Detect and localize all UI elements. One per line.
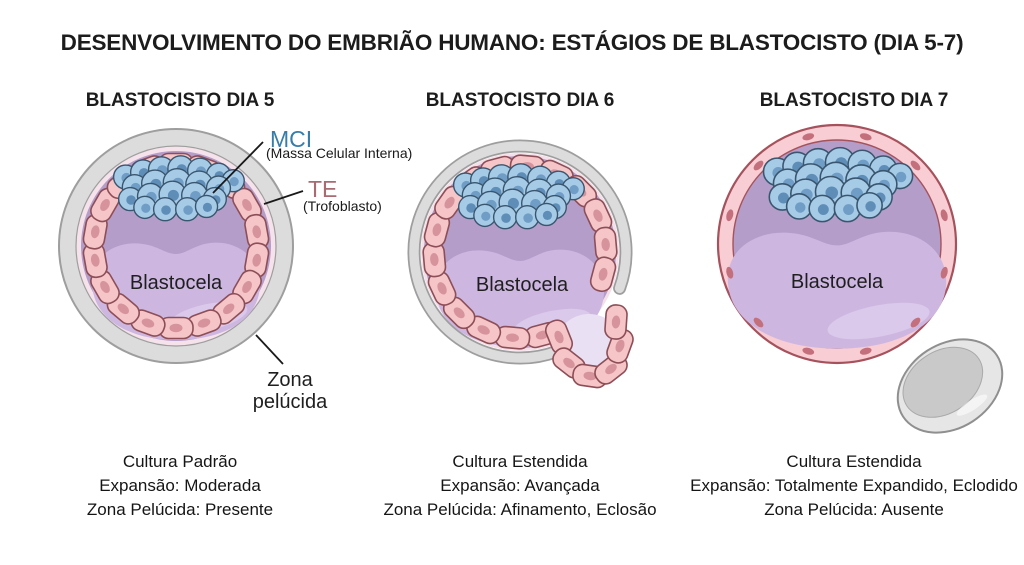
blastocyst-illustration-day7 bbox=[716, 123, 1004, 434]
caption-line: Zona Pelúcida: Presente bbox=[86, 500, 274, 519]
caption-line: Expansão: Moderada bbox=[99, 476, 261, 495]
blastocyst-illustration-day6 bbox=[407, 139, 637, 390]
panel-caption-day7: Cultura Estendida Expansão: Totalmente E… bbox=[684, 450, 1024, 522]
panel-caption-day6: Cultura Estendida Expansão: Avançada Zon… bbox=[350, 450, 690, 522]
zona-label-line2: pelúcida bbox=[252, 391, 328, 413]
zona-pellucida-ring-thinned bbox=[407, 139, 633, 365]
empty-zona-shell bbox=[896, 338, 1004, 434]
pointer-line-mci bbox=[212, 141, 264, 194]
panel-heading-day5: BLASTOCISTO DIA 5 bbox=[85, 90, 275, 111]
pointer-line-te bbox=[263, 190, 304, 205]
mci-sublabel: (Massa Celular Interna) bbox=[266, 145, 413, 161]
caption-line: Zona Pelúcida: Afinamento, Eclosão bbox=[383, 500, 657, 519]
page-title: DESENVOLVIMENTO DO EMBRIÃO HUMANO: ESTÁG… bbox=[60, 30, 964, 55]
blastocyst-illustration-day5 bbox=[58, 128, 304, 365]
caption-line: Cultura Estendida bbox=[786, 452, 922, 471]
te-sublabel: (Trofoblasto) bbox=[303, 198, 382, 214]
blastocoel-label-day5: Blastocela bbox=[129, 272, 223, 294]
panel-caption-day5: Cultura Padrão Expansão: Moderada Zona P… bbox=[10, 450, 350, 522]
blastocoel-label-day7: Blastocela bbox=[790, 271, 884, 293]
caption-line: Cultura Estendida bbox=[452, 452, 588, 471]
caption-line: Cultura Padrão bbox=[122, 452, 238, 471]
panel-heading-day7: BLASTOCISTO DIA 7 bbox=[759, 90, 949, 111]
mci-label: MCI bbox=[270, 126, 313, 152]
zona-label-line1: Zona bbox=[267, 369, 313, 391]
trophoblast-nuclei bbox=[726, 133, 948, 355]
caption-line: Zona Pelúcida: Ausente bbox=[764, 500, 944, 519]
panel-heading-day6: BLASTOCISTO DIA 6 bbox=[425, 90, 615, 111]
zona-pellucida-label: Zona pelúcida bbox=[230, 369, 350, 413]
blastocoel-label-day6: Blastocela bbox=[475, 274, 569, 296]
caption-line: Expansão: Totalmente Expandido, Eclodido bbox=[690, 476, 1018, 495]
pointer-line-zona bbox=[255, 334, 284, 365]
te-label: TE bbox=[308, 176, 338, 202]
caption-line: Expansão: Avançada bbox=[440, 476, 600, 495]
